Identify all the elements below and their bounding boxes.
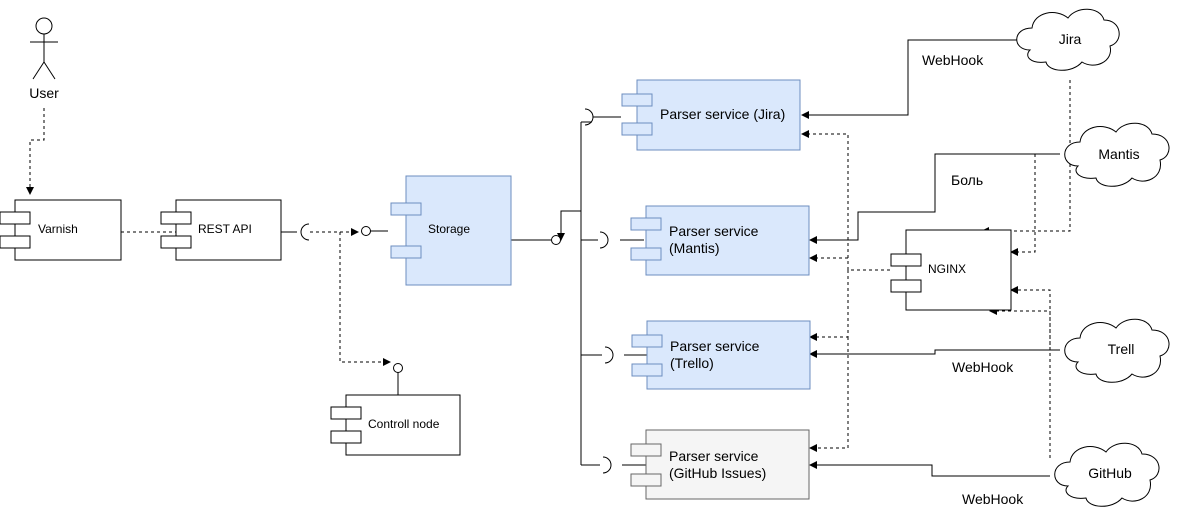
jira-webhook-edge — [801, 39, 1022, 119]
user-label: User — [29, 85, 59, 101]
parser-mantis-component — [630, 205, 810, 276]
nginx-label: NGINX — [928, 262, 966, 276]
cloud-trello — [1064, 318, 1170, 383]
jira-to-nginx-edge — [981, 80, 1071, 235]
mantis-to-nginx-edge — [1010, 154, 1036, 256]
control-provided-interface — [393, 363, 403, 373]
parser-trello-component — [631, 320, 811, 390]
storage-provided-interface — [361, 226, 371, 236]
edge-label-webhook-github: WebHook — [962, 491, 1024, 507]
parser-jira-label: Parser service (Jira) — [660, 106, 785, 122]
restapi-component — [160, 199, 282, 261]
parser-mantis-label-1: Parser service — [669, 223, 759, 239]
parser-trello-label-2: (Trello) — [670, 355, 714, 371]
github-to-nginx-edge — [989, 307, 1051, 458]
cloud-mantis-label: Mantis — [1098, 146, 1139, 162]
storage-component — [390, 175, 512, 286]
control-node-component — [330, 394, 461, 456]
mantis-bol-edge — [809, 153, 1060, 244]
edge-label-webhook-trello: WebHook — [952, 359, 1014, 375]
user-actor — [30, 17, 58, 80]
nginx-to-parsers-edge — [801, 130, 890, 271]
cloud-mantis — [1064, 122, 1170, 187]
varnish-label: Varnish — [38, 222, 78, 236]
nginx-component — [890, 229, 1012, 311]
edge-label-webhook-jira: WebHook — [922, 52, 984, 68]
user-to-varnish-edge — [26, 108, 45, 195]
parser-github-component — [630, 429, 810, 500]
github-webhook-edge — [809, 461, 1050, 477]
parser-github-label-1: Parser service — [669, 448, 759, 464]
parser-trello-label-1: Parser service — [670, 338, 760, 354]
restapi-required-interface — [300, 223, 310, 241]
parser-mantis-label-2: (Mantis) — [669, 240, 720, 256]
interface-symbols — [281, 108, 621, 474]
control-node-label: Controll node — [368, 417, 440, 431]
trello-to-nginx-edge — [1010, 286, 1051, 345]
restapi-label: REST API — [198, 222, 252, 236]
storage-label: Storage — [428, 222, 470, 236]
cloud-jira-label: Jira — [1059, 31, 1082, 47]
restapi-to-control-edge — [339, 232, 391, 366]
cloud-github — [1054, 442, 1160, 507]
storage-bus-interface — [551, 235, 561, 245]
cloud-jira — [1016, 8, 1120, 71]
parser-jira-component — [621, 79, 801, 151]
cloud-trello-label: Trell — [1108, 341, 1135, 357]
edge-label-bol-mantis: Боль — [951, 172, 983, 188]
parser-github-label-2: (GitHub Issues) — [669, 465, 766, 481]
varnish-component — [0, 199, 122, 261]
connectors — [26, 39, 1071, 477]
trello-webhook-edge — [809, 349, 1060, 358]
cloud-github-label: GitHub — [1088, 465, 1132, 481]
